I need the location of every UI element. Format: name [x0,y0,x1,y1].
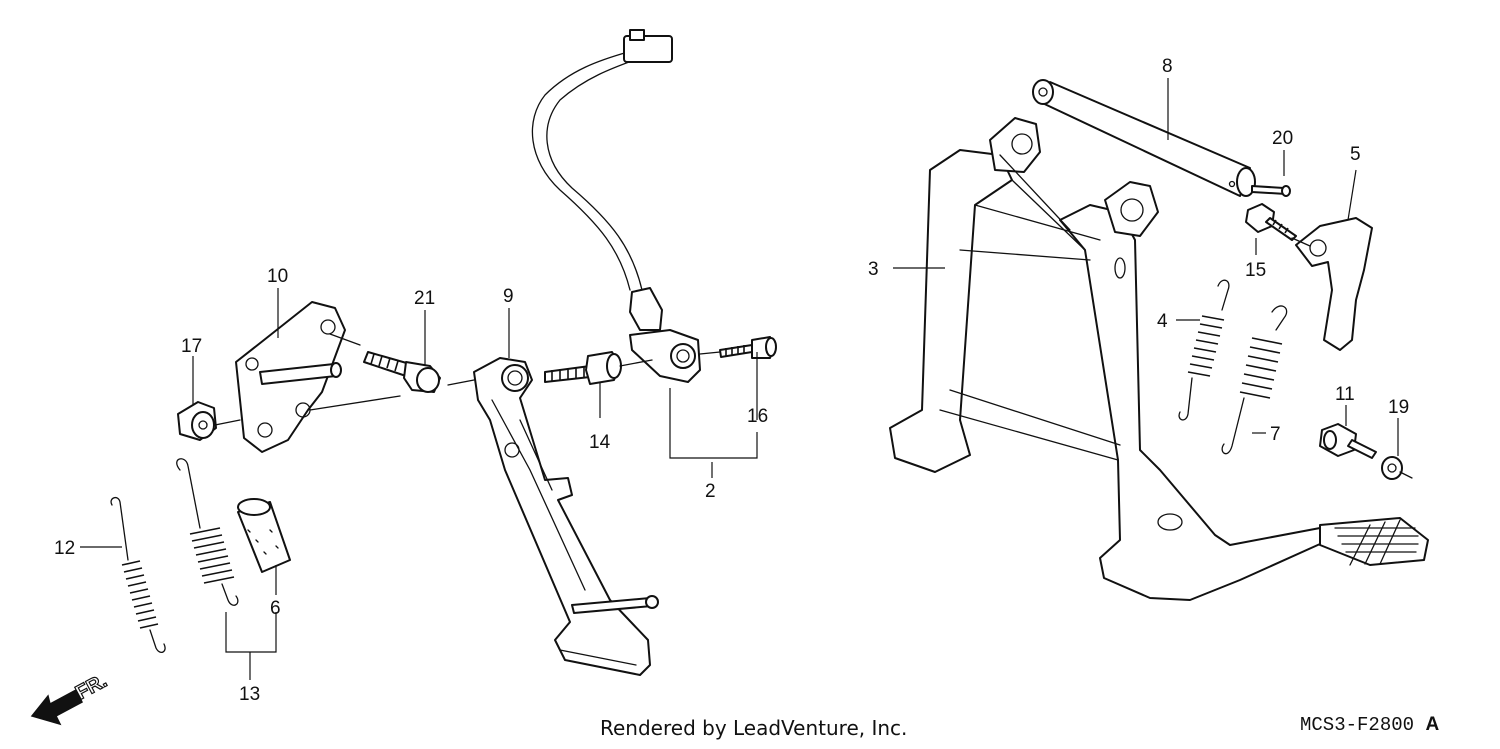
spring-4[interactable] [1178,279,1230,421]
bolt-21[interactable] [363,351,441,393]
spring-7[interactable] [1221,305,1288,455]
main-stand[interactable] [889,117,1429,601]
arrow-icon [30,688,83,726]
shaft-8[interactable] [1032,79,1256,197]
bolt-11[interactable] [1319,423,1377,459]
spring-12[interactable] [110,496,166,653]
callout-17: 17 [181,336,202,357]
callout-10: 10 [267,266,288,287]
callout-15: 15 [1245,260,1266,281]
callout-21: 21 [414,288,435,309]
collar-6[interactable] [237,498,291,573]
side-stand-switch[interactable] [531,29,701,383]
callout-19: 19 [1388,397,1409,418]
washer-19[interactable] [1381,456,1403,480]
front-direction-arrow: FR. [30,669,111,726]
diagram-code: MCS3-F2800 A [1300,714,1439,736]
cotter-pin-20[interactable] [1251,185,1291,197]
callout-20: 20 [1272,128,1293,149]
callout-7: 7 [1270,424,1281,445]
spring-13[interactable] [176,458,239,606]
diagram-code-suffix: A [1425,714,1440,735]
callout-4: 4 [1157,311,1168,332]
bolt-16[interactable] [719,336,777,359]
leader-lines [80,78,1413,680]
arm-5[interactable] [1295,217,1373,351]
callout-11: 11 [1335,384,1355,405]
callout-6: 6 [270,598,281,619]
callout-12: 12 [54,538,75,559]
callout-5: 5 [1350,144,1361,165]
callout-13: 13 [239,684,260,705]
bracket-10[interactable] [235,301,346,453]
callout-9: 9 [503,286,514,307]
callout-2: 2 [705,481,716,502]
callout-14: 14 [589,432,611,453]
callout-labels: 2 3 4 5 6 7 8 9 10 11 12 13 14 15 16 17 … [54,56,1409,705]
callout-16: 16 [747,406,768,427]
credit-text: Rendered by LeadVenture, Inc. [600,716,908,740]
callout-3: 3 [868,259,879,280]
callout-8: 8 [1162,56,1173,77]
bolt-14[interactable] [544,351,622,385]
diagram-code-number: MCS3-F2800 [1300,714,1415,736]
side-stand[interactable] [473,357,659,676]
bolt-15[interactable] [1245,203,1297,241]
nut-17[interactable] [177,401,217,441]
